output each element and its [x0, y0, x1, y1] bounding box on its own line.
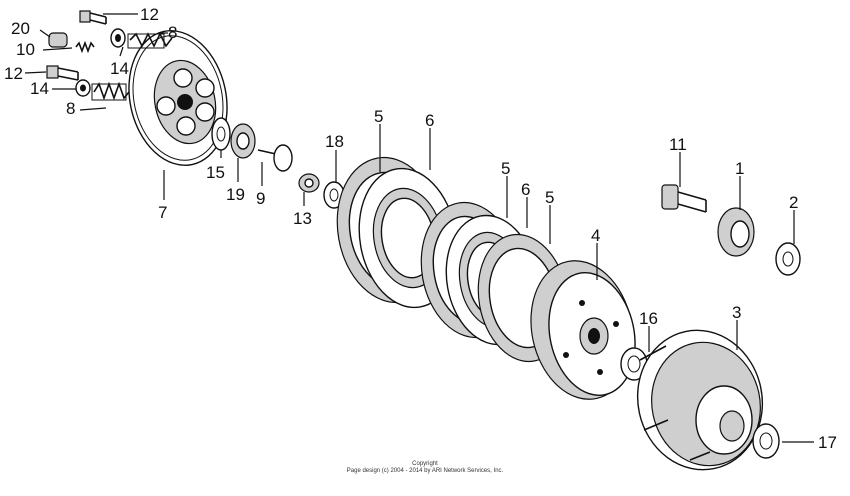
callout-10: 10 — [16, 40, 35, 59]
callout-17: 17 — [818, 433, 837, 452]
leader-lines — [24, 13, 814, 443]
lock-nut-13 — [298, 173, 320, 193]
washer-lower — [75, 79, 91, 97]
callout-labels: 12 20 8 10 14 12 14 8 7 15 19 9 13 18 5 … — [4, 5, 837, 452]
copyright-line-1: Copyright — [412, 461, 438, 467]
callout-2: 2 — [789, 193, 798, 212]
bolt-11 — [661, 184, 707, 213]
small-spring — [75, 40, 95, 54]
primary-gear-1 — [717, 207, 755, 257]
callout-11: 11 — [669, 135, 687, 154]
spring-upper — [127, 32, 173, 49]
callout-19: 19 — [226, 185, 245, 204]
pressure-plate — [128, 30, 228, 166]
callout-12-top: 12 — [140, 5, 159, 24]
washer-15 — [211, 117, 231, 151]
clutch-center-4 — [530, 260, 636, 400]
callout-5-mid: 5 — [501, 159, 510, 178]
callout-13: 13 — [293, 209, 312, 228]
washer-16 — [620, 347, 648, 381]
bearing-19 — [230, 123, 256, 159]
copyright-line-2: Page design (c) 2004 - 2014 by ARI Netwo… — [346, 468, 504, 474]
callout-20: 20 — [11, 19, 30, 38]
callout-6-left: 6 — [425, 111, 434, 130]
callout-3: 3 — [732, 303, 741, 322]
clutch-outer-3 — [636, 329, 764, 471]
callout-16: 16 — [639, 309, 658, 328]
callout-5-left: 5 — [374, 107, 383, 126]
callout-18: 18 — [325, 132, 344, 151]
washer-upper — [110, 28, 126, 48]
clutch-plate-1 — [358, 167, 458, 309]
bolt-lower — [46, 65, 79, 81]
callout-14-left: 14 — [30, 79, 49, 98]
callout-7: 7 — [158, 203, 167, 222]
callout-1: 1 — [735, 159, 744, 178]
callout-8-top: 8 — [168, 23, 177, 42]
callout-5-right: 5 — [545, 188, 554, 207]
nut — [48, 32, 68, 48]
callout-15: 15 — [206, 163, 225, 182]
washer-17 — [752, 423, 780, 459]
spring-lower — [91, 81, 130, 101]
callout-6-right: 6 — [521, 180, 530, 199]
callout-14-top: 14 — [110, 59, 129, 78]
callout-4: 4 — [591, 226, 600, 245]
lifter-rod-9 — [257, 144, 293, 172]
callout-12-left: 12 — [4, 64, 23, 83]
callout-9: 9 — [256, 189, 265, 208]
callout-8-left: 8 — [66, 99, 75, 118]
bolt-upper — [79, 10, 107, 25]
washer-2 — [775, 242, 801, 276]
copyright-notice: Copyright Page design (c) 2004 - 2014 by… — [0, 461, 850, 475]
